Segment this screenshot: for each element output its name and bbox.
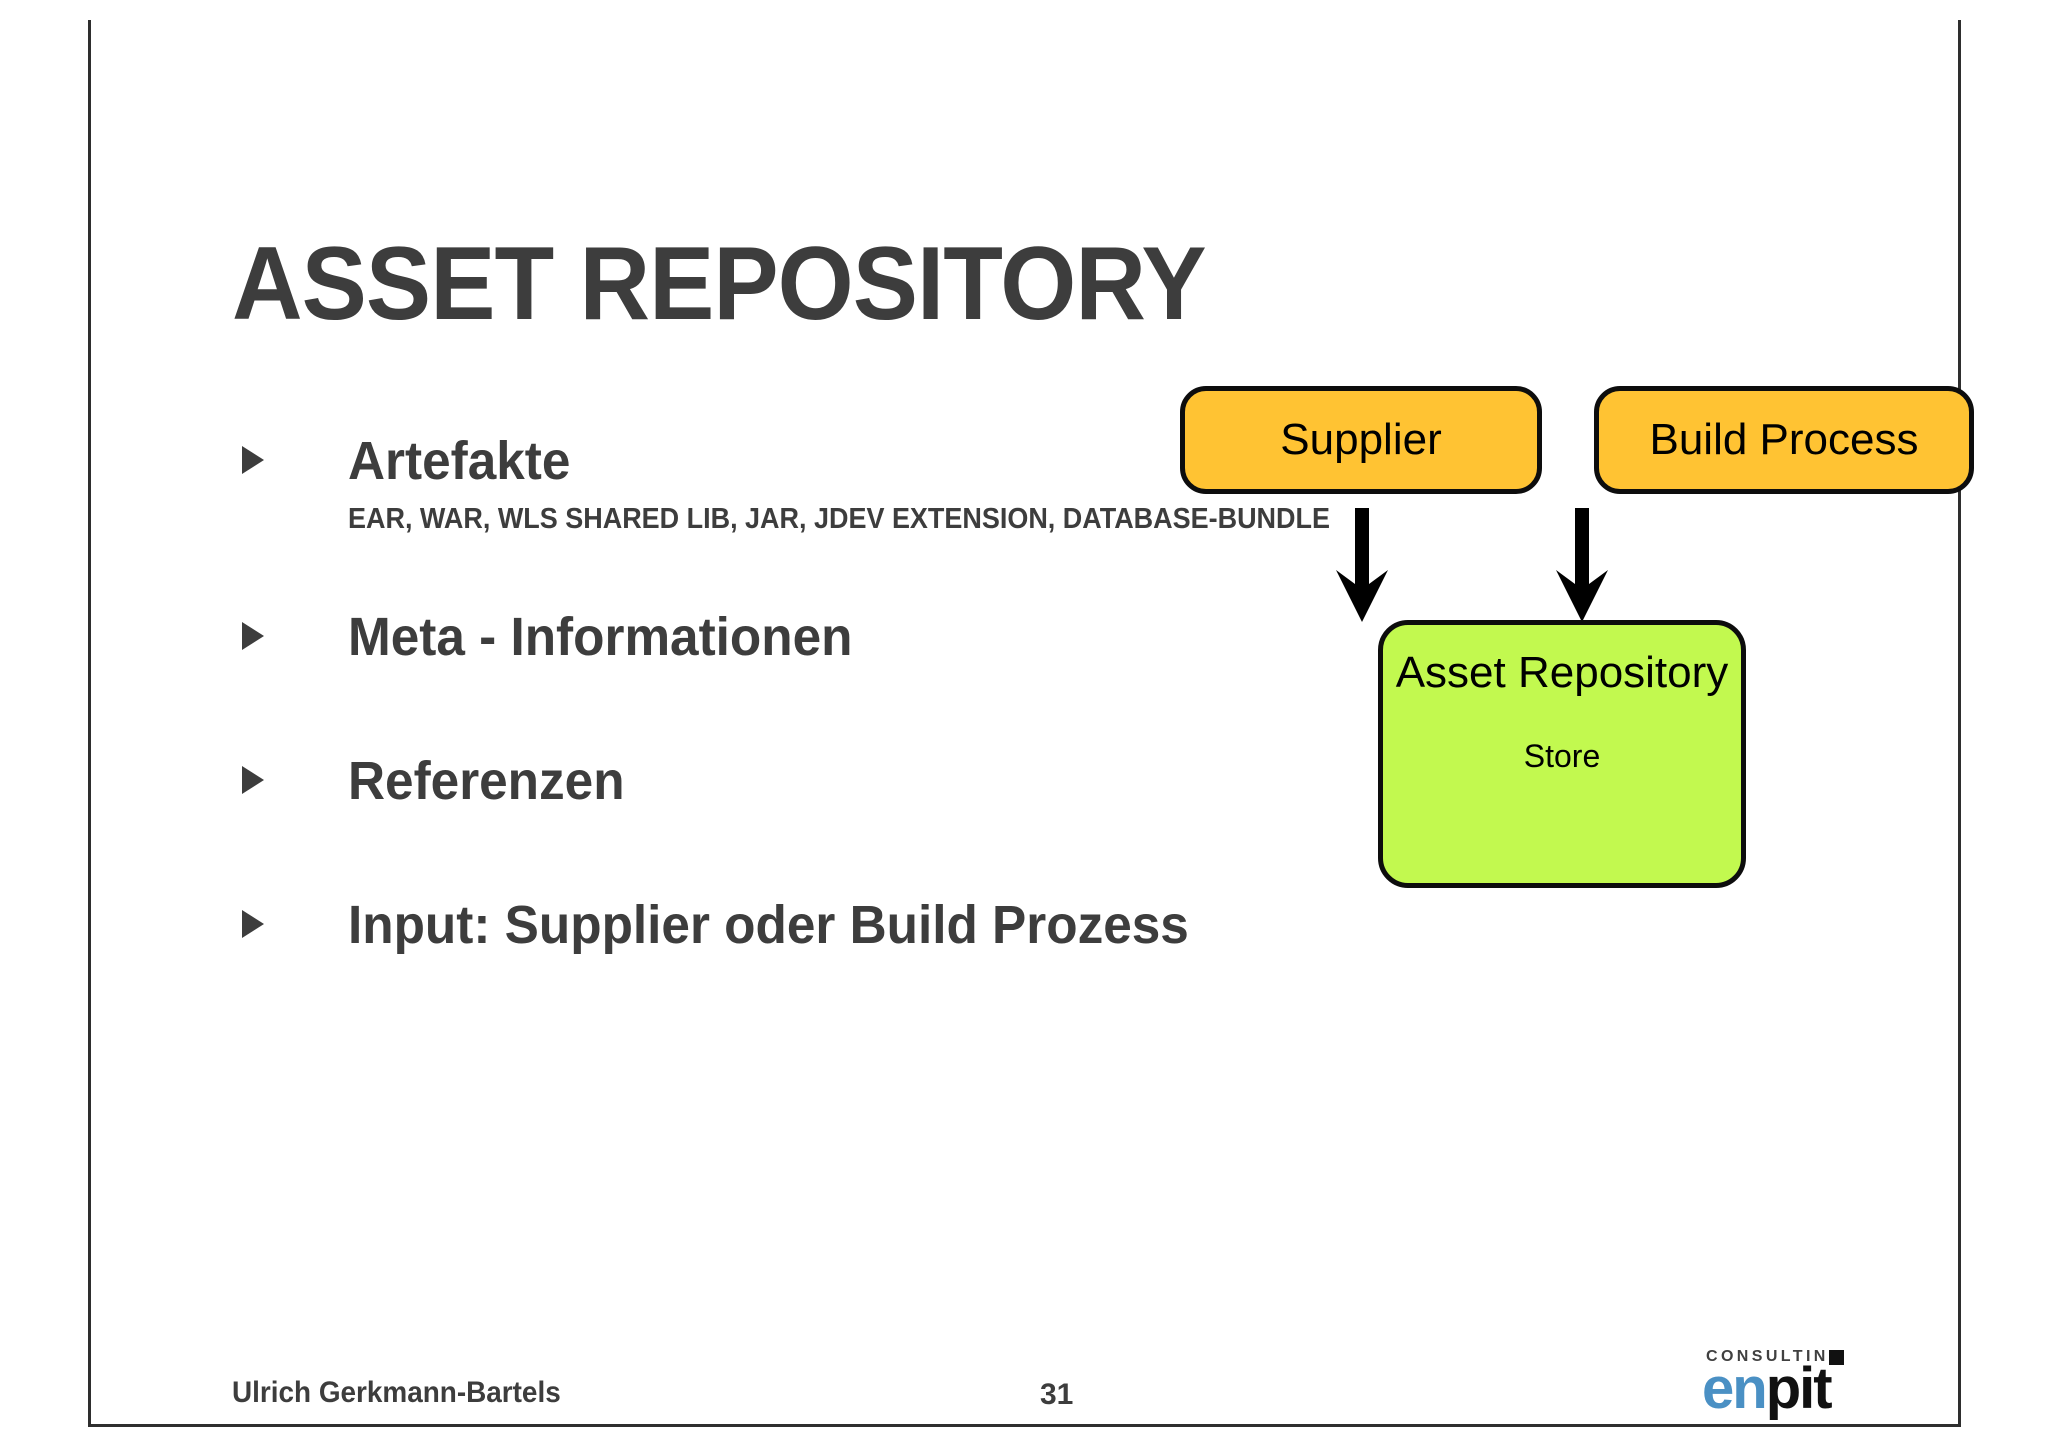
arrow-down-icon xyxy=(1336,508,1388,622)
bullet-label: Artefakte xyxy=(348,431,571,491)
logo-square-icon xyxy=(1829,1350,1844,1365)
triangle-right-icon xyxy=(242,910,264,938)
page-title: ASSET REPOSITORY xyxy=(232,225,1207,342)
triangle-right-icon xyxy=(242,766,264,794)
bullet-label: Referenzen xyxy=(348,751,625,811)
footer-page-number: 31 xyxy=(1040,1378,1074,1411)
asset-repository-diagram: Supplier Build Process Asset Repository … xyxy=(1160,370,1974,900)
footer-author: Ulrich Gerkmann-Bartels xyxy=(232,1376,561,1409)
diagram-node-build-process: Build Process xyxy=(1594,386,1974,494)
logo-tagline: CONSULTING xyxy=(1706,1348,1845,1365)
triangle-right-icon xyxy=(242,446,264,474)
slide-frame-left-rule xyxy=(88,20,91,1427)
diagram-node-label: Asset Repository xyxy=(1395,648,1729,697)
diagram-node-label: Supplier xyxy=(1280,415,1442,464)
list-item: Meta - Informationen xyxy=(232,606,1252,668)
list-item: Artefakte EAR, WAR, WLS SHARED LIB, JAR,… xyxy=(232,430,1330,536)
bullet-sublabel: EAR, WAR, WLS SHARED LIB, JAR, JDEV EXTE… xyxy=(348,503,1330,535)
logo-wordmark-main: pit xyxy=(1765,1356,1833,1421)
spacer xyxy=(232,546,1252,606)
enpit-logo: CONSULTING enpit xyxy=(1702,1348,1932,1420)
bullet-label: Meta - Informationen xyxy=(348,607,853,667)
bullet-label: Input: Supplier oder Build Prozess xyxy=(348,895,1189,955)
list-item: Input: Supplier oder Build Prozess xyxy=(232,894,1252,956)
spacer xyxy=(232,822,1252,894)
slide-frame-bottom-rule xyxy=(88,1424,1961,1427)
bullet-list: Artefakte EAR, WAR, WLS SHARED LIB, JAR,… xyxy=(232,430,1330,966)
triangle-right-icon xyxy=(242,622,264,650)
logo-wordmark-accent: en xyxy=(1702,1356,1768,1421)
diagram-node-asset-repository: Asset Repository Store xyxy=(1378,620,1746,888)
slide-frame-right-rule xyxy=(1958,20,1961,1427)
spacer xyxy=(232,678,1252,750)
logo-wordmark: enpit xyxy=(1702,1360,1833,1418)
list-item: Referenzen xyxy=(232,750,1252,812)
diagram-node-supplier: Supplier xyxy=(1180,386,1542,494)
diagram-node-label: Build Process xyxy=(1649,415,1919,464)
diagram-node-sublabel: Store xyxy=(1523,738,1601,774)
arrow-down-icon xyxy=(1556,508,1608,622)
